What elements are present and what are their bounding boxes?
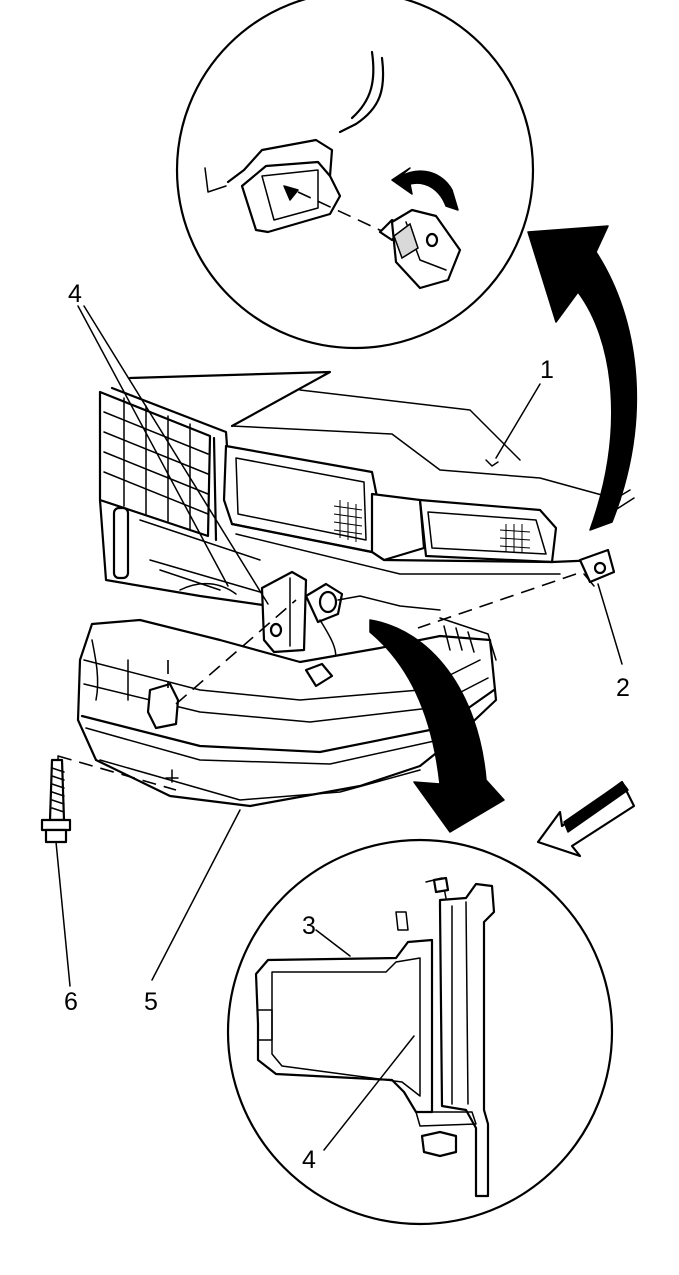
corner-lamp	[370, 492, 426, 562]
callout-5: 5	[144, 988, 158, 1016]
curved-arrow-up-icon	[527, 225, 638, 531]
mounting-bracket	[260, 570, 344, 654]
callout-2: 2	[616, 674, 630, 702]
bracket-support-detail	[438, 882, 496, 1198]
lens-crosshatch-1	[333, 500, 363, 542]
fender-retainer	[578, 548, 616, 587]
callout-3: 3	[302, 912, 316, 940]
bracket-fastener-top	[432, 876, 450, 894]
callout-4-detail: 4	[302, 1146, 316, 1174]
bolt-icon	[40, 755, 177, 844]
bottom-detail-view	[226, 838, 614, 1226]
callout-1: 1	[540, 356, 554, 384]
bulb-socket-icon	[378, 208, 462, 290]
rotate-arrow-icon	[391, 167, 459, 211]
top-detail-view	[175, 0, 535, 350]
curved-arrow-down-icon	[369, 619, 505, 833]
side-marker-lamp	[418, 498, 558, 564]
top-detail-circle	[175, 0, 535, 350]
direction-arrow-icon	[536, 780, 636, 858]
lens-crosshatch-2	[499, 524, 531, 552]
bumper-clip	[304, 662, 334, 688]
bumper-guide	[146, 682, 180, 730]
callout-6: 6	[64, 988, 78, 1016]
headlamp-bracket-detail	[254, 938, 434, 1114]
vehicle-front	[98, 370, 635, 665]
bracket-fastener-bottom	[420, 1130, 458, 1158]
leader-lines	[55, 305, 623, 1151]
callout-4-main: 4	[68, 280, 82, 308]
bracket-hole	[283, 185, 299, 201]
side-slot	[112, 506, 130, 580]
